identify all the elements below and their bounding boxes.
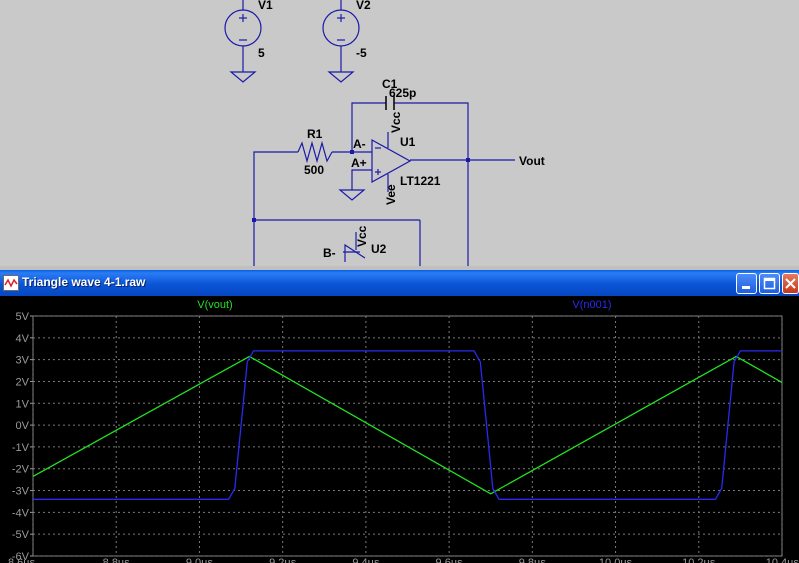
y-tick-label: -6V: [12, 551, 30, 563]
maximize-button[interactable]: [759, 273, 780, 294]
x-tick-label: 10.4µs: [766, 557, 799, 563]
x-tick-label: 10.0µs: [599, 557, 633, 563]
junction-dot: [466, 158, 470, 162]
v2-ground-icon: [327, 71, 355, 83]
x-tick-label: 10.2µs: [682, 557, 716, 563]
u1-opamp-symbol[interactable]: [371, 138, 412, 184]
waveform-chart[interactable]: 8.6µs 8.8µs 9.0µs 9.2µs 9.4µs 9.6µs 9.8µs 10.0µ…: [0, 296, 799, 563]
u2-name-label: U2: [371, 242, 387, 256]
x-tick-label: 9.8µs: [519, 557, 547, 563]
y-tick-label: 3V: [16, 355, 30, 367]
u1-vee-label: Vee: [384, 184, 398, 205]
r1-left-wire: [253, 151, 298, 220]
x-tick-label: 8.8µs: [103, 557, 131, 563]
r1-resistor-symbol[interactable]: [297, 140, 333, 164]
x-tick-label: 9.2µs: [269, 557, 297, 563]
close-button[interactable]: [782, 273, 799, 294]
y-tick-label: -3V: [12, 486, 30, 498]
u1-plus-wire: [351, 169, 372, 190]
u1-name-label: U1: [400, 135, 416, 149]
r1-value-label: 500: [304, 163, 324, 177]
u1-ground-icon: [338, 189, 366, 201]
waveform-app-icon: [3, 275, 19, 291]
c1-name-label: C1: [382, 77, 398, 91]
y-tick-label: -2V: [12, 464, 30, 476]
y-tick-label: 0V: [16, 420, 30, 432]
x-tick-label: 8.6µs: [8, 557, 36, 563]
y-tick-label: -1V: [12, 442, 30, 454]
v2-name-label: V2: [356, 0, 371, 12]
u2-vcc-label: Vcc: [355, 225, 369, 247]
trace-label-vn001[interactable]: V(n001): [572, 299, 611, 311]
waveform-plot[interactable]: 8.6µs 8.8µs 9.0µs 9.2µs 9.4µs 9.6µs 9.8µs 10.0µ…: [0, 296, 799, 563]
y-tick-label: 5V: [16, 311, 30, 323]
u1-vcc-label: Vcc: [389, 111, 403, 133]
u1-model-label: LT1221: [400, 174, 441, 188]
y-tick-label: -5V: [12, 529, 30, 541]
minimize-button[interactable]: [736, 273, 757, 294]
c1-right-wire: [394, 102, 469, 160]
y-tick-label: 4V: [16, 333, 30, 345]
maximize-icon: [763, 277, 776, 290]
x-tick-label: 9.4µs: [352, 557, 380, 563]
y-tick-label: 2V: [16, 376, 30, 388]
junction-dot: [252, 218, 256, 222]
r1-name-label: R1: [307, 127, 323, 141]
trace-label-vvout[interactable]: V(vout): [197, 299, 232, 311]
u1-pin-minus-label: A-: [353, 137, 366, 151]
schematic-drawing: V1 5 V2 -5 C1 625p R1 500 A- A+ U1 LT122…: [224, 0, 545, 266]
trace-vvout[interactable]: [32, 355, 783, 495]
y-tick-label: 1V: [16, 398, 30, 410]
plot-frame: [32, 315, 783, 557]
window-title: Triangle wave 4-1.raw: [22, 275, 146, 289]
close-icon: [785, 278, 796, 289]
y-tick-label: -4V: [12, 507, 30, 519]
window-titlebar[interactable]: Triangle wave 4-1.raw: [0, 270, 799, 296]
minimize-icon: [742, 286, 750, 289]
v1-ground-icon: [229, 71, 257, 83]
x-tick-label: 9.0µs: [186, 557, 214, 563]
u1-pin-plus-label: A+: [351, 156, 367, 170]
waveform-window[interactable]: Triangle wave 4-1.raw 8.6µs 8.8µs 9.0µs 9.2…: [0, 270, 799, 563]
schematic-canvas[interactable]: V1 5 V2 -5 C1 625p R1 500 A- A+ U1 LT122…: [0, 0, 799, 266]
c1-left-wire: [351, 102, 386, 152]
v1-value-label: 5: [258, 46, 265, 60]
vout-net-label: Vout: [519, 154, 545, 168]
trace-vn001[interactable]: [33, 350, 782, 500]
junction-dot: [350, 150, 354, 154]
x-tick-label: 9.6µs: [436, 557, 464, 563]
u2-pin-minus-label: B-: [323, 246, 336, 260]
v1-name-label: V1: [258, 0, 273, 12]
v2-value-label: -5: [356, 46, 367, 60]
c1-value-label: 625p: [389, 86, 416, 100]
u2-opamp-symbol[interactable]: [344, 243, 366, 262]
